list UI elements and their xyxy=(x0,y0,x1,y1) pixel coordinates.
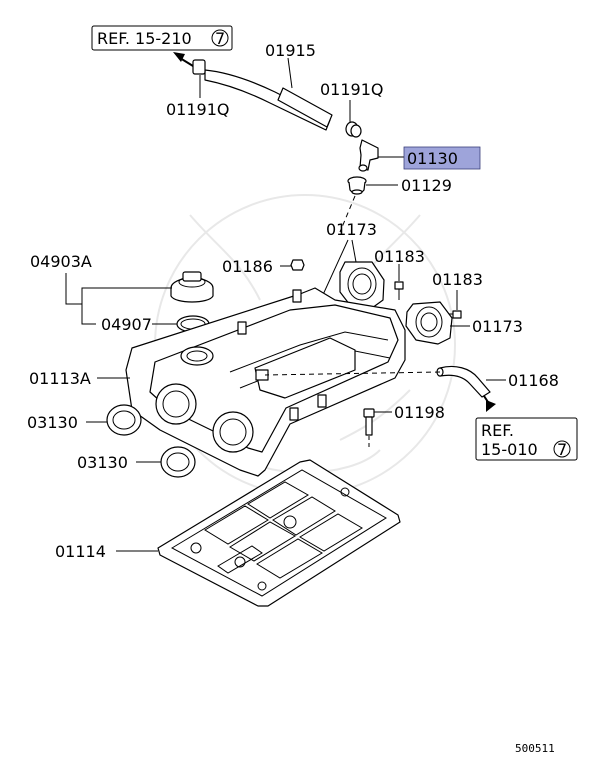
part-01173-plate-upper[interactable] xyxy=(339,261,385,309)
leader-01173-top-b xyxy=(351,239,357,263)
part-01130-elbow[interactable] xyxy=(358,139,379,172)
part-01114-gasket[interactable] xyxy=(157,459,401,607)
figure-code: 500511 xyxy=(515,742,555,755)
part-01186-nut[interactable] xyxy=(290,259,305,271)
part-01113a-rocker-cover[interactable] xyxy=(125,287,406,477)
label-01191q-right[interactable]: 01191Q xyxy=(320,80,384,99)
ref-bottom-circle-num: 7 xyxy=(557,440,567,459)
part-01191q-clip[interactable] xyxy=(345,121,362,138)
label-01198[interactable]: 01198 xyxy=(394,403,445,422)
ref-bottom-box[interactable]: REF. 15-010 7 xyxy=(475,417,578,461)
label-01173-right[interactable]: 01173 xyxy=(472,317,523,336)
label-01191q-left[interactable]: 01191Q xyxy=(166,100,230,119)
label-01183-a[interactable]: 01183 xyxy=(374,247,425,266)
arrow-up-left-icon xyxy=(173,52,194,67)
label-03130-a[interactable]: 03130 xyxy=(27,413,78,432)
label-01113a[interactable]: 01113A xyxy=(29,369,91,388)
leader-04903a-upper xyxy=(65,273,172,305)
part-01198-bolt[interactable] xyxy=(363,408,375,436)
leader-04903a-lower xyxy=(81,304,96,325)
arrow-down-right-icon xyxy=(483,395,496,412)
part-01915-hose[interactable] xyxy=(192,59,333,131)
label-01114[interactable]: 01114 xyxy=(55,542,106,561)
label-01915[interactable]: 01915 xyxy=(265,41,316,60)
dashed-guide-01129 xyxy=(339,195,356,233)
part-01183-bolt-a[interactable] xyxy=(394,281,404,300)
ref-top-text: REF. 15-210 xyxy=(97,29,192,48)
ref-top-circle-num: 7 xyxy=(215,29,225,48)
ref-bottom-text-line1: REF. xyxy=(481,421,514,440)
label-01168[interactable]: 01168 xyxy=(508,371,559,390)
part-01173-plate-lower[interactable] xyxy=(405,301,453,345)
label-01183-b[interactable]: 01183 xyxy=(432,270,483,289)
leader-01915 xyxy=(287,57,293,89)
label-04903a[interactable]: 04903A xyxy=(30,252,92,271)
part-03130-seal-b[interactable] xyxy=(160,446,196,478)
ref-top-box[interactable]: REF. 15-210 7 xyxy=(91,25,233,51)
dashed-guide-01168 xyxy=(264,371,441,376)
part-01129-grommet[interactable] xyxy=(347,176,367,195)
label-01130[interactable]: 01130 xyxy=(407,149,458,168)
label-04907[interactable]: 04907 xyxy=(101,315,152,334)
label-03130-b[interactable]: 03130 xyxy=(77,453,128,472)
part-01168-hose[interactable] xyxy=(436,365,491,398)
highlight-01130[interactable] xyxy=(403,146,481,170)
part-03130-seal-a[interactable] xyxy=(106,404,142,436)
label-01186[interactable]: 01186 xyxy=(222,257,273,276)
part-04903a-oil-cap[interactable] xyxy=(170,271,214,303)
label-01173-top[interactable]: 01173 xyxy=(326,220,377,239)
ref-bottom-text-line2: 15-010 xyxy=(481,440,538,459)
label-01129[interactable]: 01129 xyxy=(401,176,452,195)
